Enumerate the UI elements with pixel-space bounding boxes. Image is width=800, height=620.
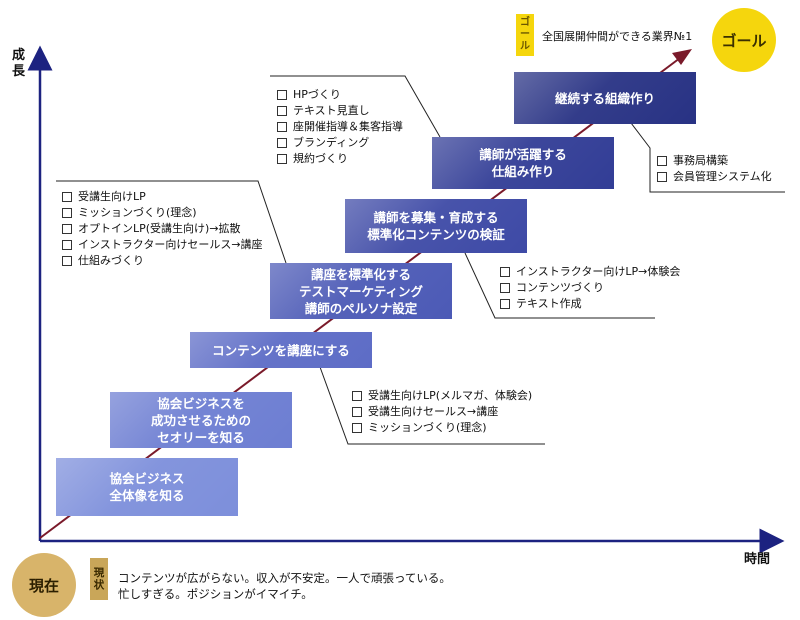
checklist-5: 受講生向けLP(メルマガ、体験会) 受講生向けセールス→講座 ミッションづくり(…: [352, 388, 532, 436]
step-1-box: 協会ビジネス 全体像を知る: [56, 458, 238, 516]
step-3-box: コンテンツを講座にする: [190, 332, 372, 368]
y-axis-label: 成長: [12, 48, 26, 79]
checkbox-icon: [500, 283, 510, 293]
checklist-item: 受講生向けLP: [62, 189, 263, 205]
checklist-4: インストラクター向けLP→体験会 コンテンツづくり テキスト作成: [500, 264, 680, 312]
growth-arrowhead: [672, 49, 692, 65]
checkbox-icon: [352, 407, 362, 417]
step-6-box: 講師が活躍する 仕組み作り: [432, 137, 614, 189]
checklist-3: 事務局構築 会員管理システム化: [657, 153, 772, 185]
checklist-item: 事務局構築: [657, 153, 772, 169]
checklist-item: インストラクター向けLP→体験会: [500, 264, 680, 280]
checkbox-icon: [352, 391, 362, 401]
step-5-box: 講師を募集・育成する 標準化コンテンツの検証: [345, 199, 527, 253]
connector-line-2: [270, 75, 441, 138]
checkbox-icon: [277, 154, 287, 164]
checklist-item: ミッションづくり(理念): [62, 205, 263, 221]
step-7-box: 継続する組織作り: [514, 72, 696, 124]
step-2-box: 協会ビジネスを 成功させるための セオリーを知る: [110, 392, 292, 448]
checkbox-icon: [657, 156, 667, 166]
current-circle: 現在: [12, 553, 76, 617]
checkbox-icon: [657, 172, 667, 182]
checklist-item: 会員管理システム化: [657, 169, 772, 185]
current-status-line-1: コンテンツが広がらない。収入が不安定。一人で頑張っている。: [118, 571, 451, 585]
checklist-item: インストラクター向けセールス→講座: [62, 237, 263, 253]
checklist-item: 受講生向けLP(メルマガ、体験会): [352, 388, 532, 404]
checkbox-icon: [62, 208, 72, 218]
checklist-item: テキスト見直し: [277, 103, 403, 119]
checklist-item: HPづくり: [277, 87, 403, 103]
connector-line-3: [627, 118, 785, 193]
checkbox-icon: [62, 256, 72, 266]
current-status-line-2: 忙しすぎる。ポジションがイマイチ。: [118, 587, 313, 601]
checkbox-icon: [500, 299, 510, 309]
x-axis-label: 時間: [744, 552, 771, 567]
checkbox-icon: [277, 122, 287, 132]
goal-tag: ゴール: [516, 14, 534, 56]
checklist-item: 規約づくり: [277, 151, 403, 167]
step-4-box: 講座を標準化する テストマーケティング 講師のペルソナ設定: [270, 263, 452, 319]
checkbox-icon: [352, 423, 362, 433]
checklist-item: 座開催指導＆集客指導: [277, 119, 403, 135]
connector-line-5: [319, 366, 545, 445]
checkbox-icon: [62, 224, 72, 234]
goal-circle: ゴール: [712, 8, 776, 72]
checkbox-icon: [277, 106, 287, 116]
checklist-item: ミッションづくり(理念): [352, 420, 532, 436]
current-tag: 現状: [90, 558, 108, 600]
checklist-item: テキスト作成: [500, 296, 680, 312]
checkbox-icon: [62, 240, 72, 250]
checkbox-icon: [62, 192, 72, 202]
checklist-item: 仕組みづくり: [62, 253, 263, 269]
checkbox-icon: [277, 90, 287, 100]
checklist-1: 受講生向けLP ミッションづくり(理念) オプトインLP(受講生向け)→拡散 イ…: [62, 189, 263, 269]
checklist-item: オプトインLP(受講生向け)→拡散: [62, 221, 263, 237]
connector-line-1: [56, 180, 287, 264]
checklist-item: ブランディング: [277, 135, 403, 151]
connector-line-4: [464, 252, 655, 319]
checklist-item: コンテンツづくり: [500, 280, 680, 296]
checkbox-icon: [277, 138, 287, 148]
checkbox-icon: [500, 267, 510, 277]
goal-text: 全国展開仲間ができる業界№1: [542, 30, 693, 43]
checklist-item: 受講生向けセールス→講座: [352, 404, 532, 420]
checklist-2: HPづくり テキスト見直し 座開催指導＆集客指導 ブランディング 規約づくり: [277, 87, 403, 167]
